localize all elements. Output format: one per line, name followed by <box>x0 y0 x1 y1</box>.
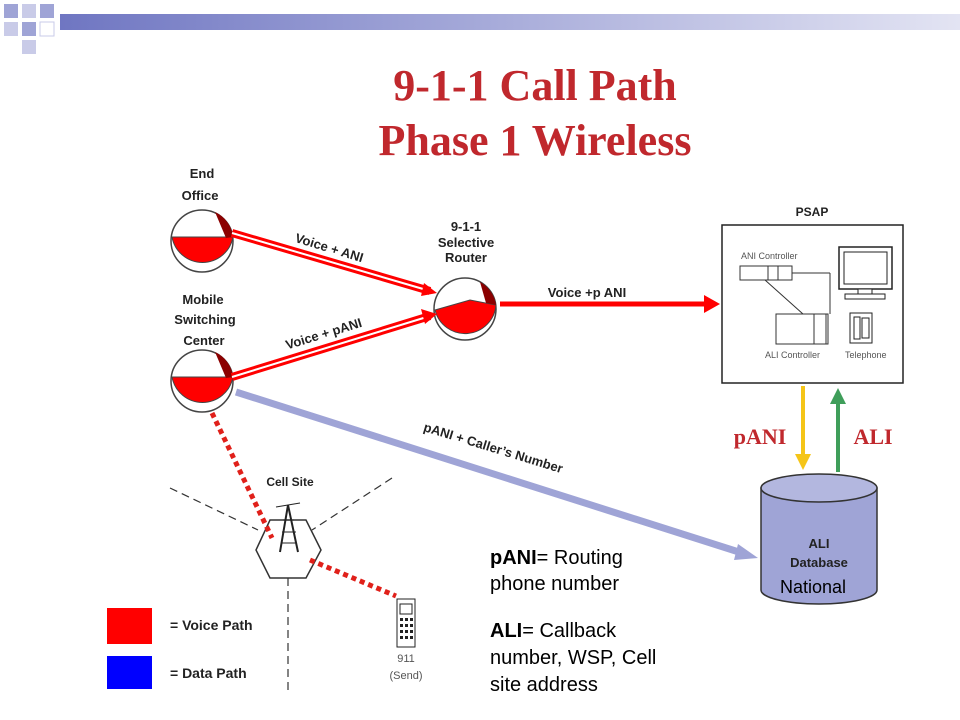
router-label-2: Selective <box>438 235 494 250</box>
title-line-2: Phase 1 Wireless <box>379 116 692 165</box>
pani-arrow <box>795 386 811 470</box>
pani-label: pANI <box>734 424 787 449</box>
voice-p-ani-label: Voice +p ANI <box>548 285 626 300</box>
end-office-label-2: Office <box>182 188 219 203</box>
ali-controller-label: ALI Controller <box>765 350 820 360</box>
voice-pani-link <box>230 309 437 381</box>
voice-ani-link <box>230 229 437 296</box>
end-office-label-1: End <box>190 166 215 181</box>
monitor-icon <box>838 246 893 300</box>
legend-voice-swatch <box>107 608 152 644</box>
psap-label: PSAP <box>796 205 829 219</box>
note-pani-term: pANI <box>490 547 537 569</box>
end-office-switch <box>170 209 234 273</box>
note-pani-def-1: = Routing <box>537 547 623 569</box>
ali-label: ALI <box>853 424 892 449</box>
ali-db-label-1: ALI <box>809 536 830 551</box>
legend-data-swatch <box>107 656 152 689</box>
note-ali-def-2: number, WSP, Cell <box>490 647 656 669</box>
cell-site-label: Cell Site <box>266 475 314 489</box>
msc-label-3: Center <box>183 333 224 348</box>
voice-p-ani-link <box>500 295 720 313</box>
cell-site <box>169 477 393 690</box>
telephone-label: Telephone <box>845 350 887 360</box>
mobile-switching-center <box>170 349 234 413</box>
cell-phone-icon <box>396 598 416 648</box>
dotted-wireless-links <box>209 411 397 599</box>
ali-db-label-2: Database <box>790 555 848 570</box>
note-ali: ALI= Callback <box>490 620 617 642</box>
ani-controller-label: ANI Controller <box>741 251 798 261</box>
note-ali-term: ALI <box>490 620 522 642</box>
title-line-1: 9-1-1 Call Path <box>393 61 677 110</box>
note-pani: pANI= Routing <box>490 547 623 569</box>
msc-label-2: Switching <box>174 312 235 327</box>
msc-label-1: Mobile <box>182 292 223 307</box>
corner-decoration <box>4 4 960 54</box>
legend-data-label: = Data Path <box>170 665 247 681</box>
ali-db-label-3: National <box>780 577 846 597</box>
router-label-1: 9-1-1 <box>451 219 481 234</box>
ali-arrow <box>830 388 846 472</box>
pani-callers-number-label: pANI + Caller’s Number <box>422 419 565 476</box>
ali-database <box>760 473 878 605</box>
router-label-3: Router <box>445 250 487 265</box>
phone-label-1: 911 <box>397 653 415 665</box>
legend-voice-label: = Voice Path <box>170 617 253 633</box>
note-ali-def-3: site address <box>490 674 598 696</box>
phone-label-2: (Send) <box>389 670 422 682</box>
note-pani-def-2: phone number <box>490 573 619 595</box>
pani-callers-number-link <box>234 388 758 560</box>
selective-router <box>433 277 497 341</box>
note-ali-def-1: = Callback <box>522 620 617 642</box>
telephone-icon <box>849 312 873 344</box>
